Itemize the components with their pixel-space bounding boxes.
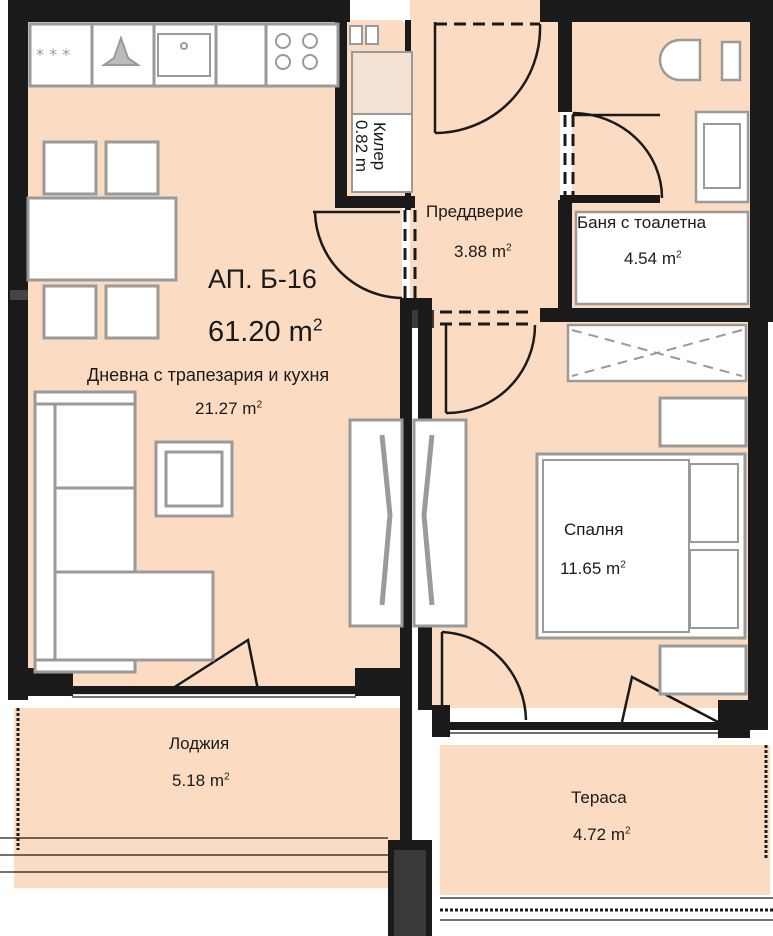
room-bedroom-name: Спалня — [564, 521, 623, 538]
total-area-sup: 2 — [312, 314, 323, 335]
apartment-id-text: АП. Б-16 — [208, 264, 317, 294]
room-bedroom-area: 11.65 m2 — [560, 560, 626, 577]
apartment-total-area: 61.20 m2 — [208, 316, 322, 348]
room-loggia-name: Лоджия — [169, 735, 229, 752]
bedroom-area-value: 11.65 — [560, 559, 602, 578]
storage-name-text: Килер — [370, 122, 389, 171]
nightstand — [658, 396, 748, 448]
nightstand — [658, 644, 748, 696]
spices-icon: * * * — [36, 45, 70, 64]
stove-icon — [275, 33, 318, 70]
terrace-door-icon — [620, 675, 719, 724]
furniture: * * * — [26, 22, 750, 696]
dashed-openings — [403, 22, 575, 326]
doors — [169, 22, 719, 724]
terrace-name-text: Тераса — [571, 788, 627, 807]
bathroom-name-text: Баня с тоалетна — [577, 213, 707, 232]
bedroom-balcony-door-icon — [440, 630, 528, 722]
apartment-id: АП. Б-16 — [208, 266, 317, 293]
wardrobe — [348, 418, 404, 628]
unit: m — [606, 559, 621, 578]
terrace-area-value: 4.72 — [573, 825, 607, 844]
living-area-value: 21.27 — [195, 399, 238, 418]
bedroom-name-text: Спалня — [564, 520, 624, 539]
living-name-text: Дневна с трапезария и кухня — [87, 365, 330, 385]
room-living-area: 21.27 m2 — [195, 400, 262, 417]
dining-chair — [42, 284, 98, 340]
room-terrace-name: Тераса — [571, 789, 627, 806]
washing-machine-icon — [351, 51, 413, 115]
room-living-name: Дневна с трапезария и кухня — [87, 366, 329, 384]
room-bathroom-area: 4.54 m2 — [624, 250, 682, 267]
unit: m — [209, 771, 224, 790]
walls — [8, 0, 773, 936]
sink-icon — [157, 33, 211, 77]
dining-chair — [104, 140, 160, 196]
bathroom-area-value: 4.54 — [624, 249, 658, 268]
dining-table — [26, 196, 178, 282]
unit: m — [661, 249, 676, 268]
unit-sup: 2 — [506, 242, 512, 254]
dining-chair — [104, 284, 160, 340]
floor-terrace — [440, 745, 770, 895]
unit: m — [352, 157, 371, 172]
pillow — [689, 549, 739, 629]
unit: m — [242, 399, 257, 418]
unit-sup: 2 — [256, 399, 263, 411]
total-area-unit: m — [288, 316, 313, 348]
railings — [0, 696, 773, 921]
dining-chair — [42, 140, 98, 196]
total-area-value: 61.20 — [208, 316, 281, 348]
unit-sup: 2 — [625, 825, 631, 837]
storage-area: 0.82 m — [352, 120, 371, 172]
unit-sup: 2 — [676, 249, 682, 261]
bedroom-door-icon — [444, 324, 537, 415]
room-hallway-area: 3.88 m2 — [454, 243, 512, 260]
unit: m — [491, 242, 506, 261]
room-storage-label: Килер 0.82 m — [352, 120, 412, 192]
bathroom-door-icon — [572, 111, 664, 199]
living-balcony-door-icon — [169, 637, 260, 692]
svg-text:* * *: * * * — [36, 45, 70, 64]
hallway-area-value: 3.88 — [454, 242, 488, 261]
room-hallway-name: Преддверие — [426, 203, 523, 220]
unit-sup: 2 — [224, 771, 230, 783]
unit: m — [610, 825, 625, 844]
pillow — [689, 463, 739, 543]
unit-sup: 2 — [620, 559, 626, 571]
room-terrace-area: 4.72 m2 — [573, 826, 631, 843]
entry-door-icon — [433, 22, 542, 135]
loggia-name-text: Лоджия — [169, 734, 230, 753]
bathtub-icon — [574, 210, 750, 306]
living-door-icon — [313, 210, 403, 300]
room-loggia-area: 5.18 m2 — [172, 772, 230, 789]
room-bathroom-name: Баня с тоалетна — [577, 214, 706, 231]
wardrobe — [412, 418, 468, 628]
toilet-icon — [658, 38, 702, 82]
storage-area-value: 0.82 — [352, 120, 371, 154]
loggia-area-value: 5.18 — [172, 771, 206, 790]
hood-icon — [100, 34, 142, 66]
hallway-name-text: Преддверие — [426, 202, 524, 221]
storage-name: Килер — [370, 122, 389, 171]
floor-loggia — [14, 708, 400, 888]
